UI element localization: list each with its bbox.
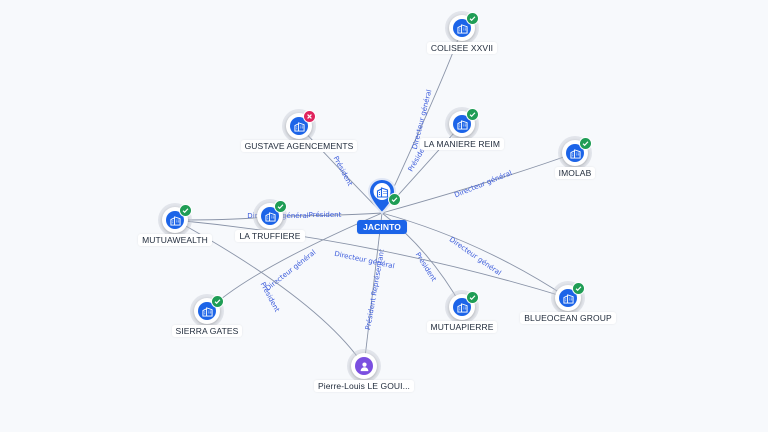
edge-mutuawealth-blueocean — [174, 219, 569, 299]
node-label: JACINTO — [357, 220, 407, 234]
building-icon — [198, 302, 216, 320]
building-icon — [453, 19, 471, 37]
node-label: LA MANIERE REIM — [419, 138, 505, 150]
edge-label: Directeur général — [334, 250, 396, 271]
node-label: GUSTAVE AGENCEMENTS — [240, 140, 358, 152]
check-icon — [274, 200, 287, 213]
map-pin-icon — [367, 177, 397, 215]
node-label: COLISEE XXVII — [426, 42, 498, 54]
check-icon — [179, 204, 192, 217]
building-icon — [453, 115, 471, 133]
edge-label: Président — [332, 155, 355, 188]
building-icon — [290, 117, 308, 135]
cross-icon — [303, 110, 316, 123]
check-icon — [572, 282, 585, 295]
node-label: SIERRA GATES — [171, 325, 243, 337]
node-label: Pierre-Louis LE GOUI... — [313, 380, 415, 392]
check-icon — [466, 108, 479, 121]
check-icon — [466, 12, 479, 25]
node-label: BLUEOCEAN GROUP — [520, 312, 616, 324]
company-avatar — [449, 15, 475, 41]
person-icon — [355, 357, 373, 375]
company-avatar — [194, 298, 220, 324]
building-icon — [453, 298, 471, 316]
check-icon — [388, 193, 401, 206]
edge-label: Directeur général — [264, 248, 317, 292]
check-icon — [211, 295, 224, 308]
building-icon — [261, 207, 279, 225]
node-label: IMOLAB — [554, 167, 596, 179]
node-label: LA TRUFFIERE — [235, 230, 305, 242]
edge-label: Directeur général — [448, 235, 503, 277]
edge-label: Président — [414, 251, 438, 283]
edge-jacinto-imolab — [381, 152, 576, 214]
node-label: MUTUAWEALTH — [138, 234, 212, 246]
edge-label: Président — [309, 211, 342, 219]
person-avatar — [351, 353, 377, 379]
check-icon — [579, 137, 592, 150]
building-icon — [166, 211, 184, 229]
company-avatar — [562, 140, 588, 166]
building-icon — [559, 289, 577, 307]
building-icon — [566, 144, 584, 162]
check-icon — [466, 291, 479, 304]
company-avatar — [449, 111, 475, 137]
node-label: MUTUAPIERRE — [426, 321, 498, 333]
